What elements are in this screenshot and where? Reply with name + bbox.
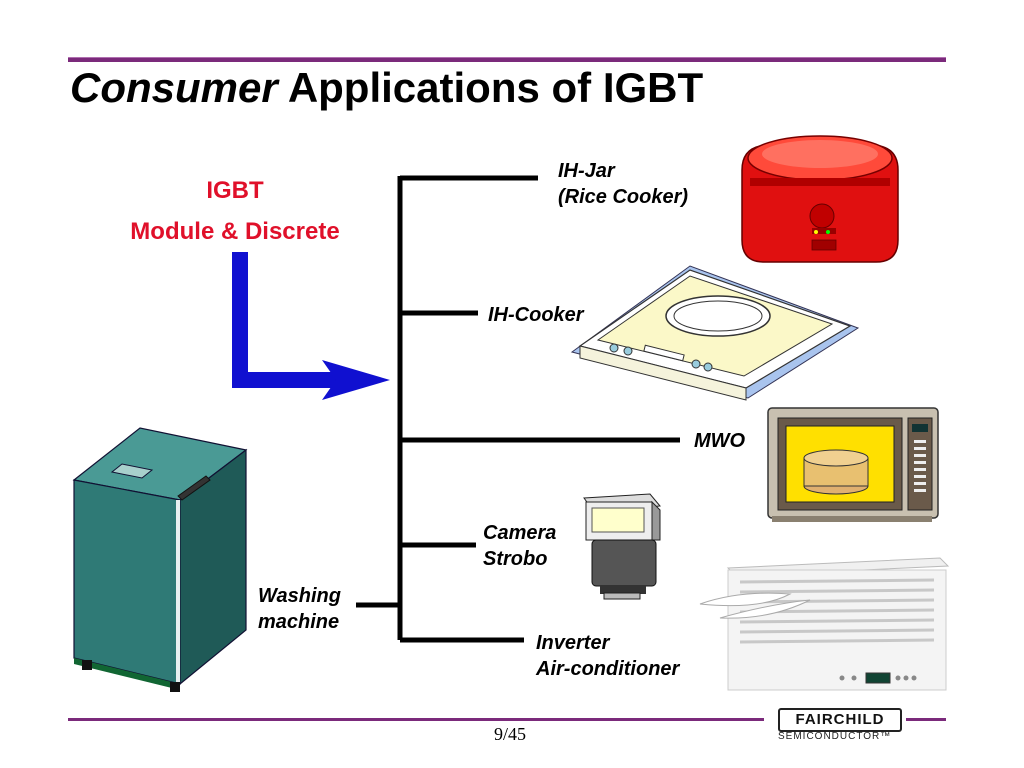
- label-mwo: MWO: [694, 430, 746, 452]
- label-ih-cooker: IH-Cooker: [488, 304, 584, 326]
- title-rest: Applications of IGBT: [277, 64, 704, 111]
- slide-title: Consumer Applications of IGBT: [70, 64, 703, 112]
- label-washing-machine: Washing machine: [258, 583, 341, 635]
- label-ih-jar: IH-Jar (Rice Cooker): [558, 158, 688, 210]
- label-camera-line1: Camera: [483, 522, 557, 544]
- fairchild-logo: FAIRCHILD SEMICONDUCTOR™: [774, 705, 902, 745]
- logo-wordmark: FAIRCHILD: [778, 708, 902, 732]
- logo-subtitle: SEMICONDUCTOR™: [778, 731, 892, 742]
- label-camera-line2: Strobo: [483, 548, 548, 570]
- label-washing-line2: machine: [258, 611, 340, 633]
- label-washing-line1: Washing: [258, 585, 341, 607]
- camera-strobe-icon: [583, 493, 661, 600]
- footer-rule-right: [906, 718, 946, 721]
- air-conditioner-icon: [699, 557, 950, 691]
- label-ih-jar-line2: (Rice Cooker): [558, 186, 689, 208]
- footer-rule-left: [68, 718, 764, 721]
- igbt-label-line2: Module & Discrete: [130, 218, 340, 245]
- ih-cooker-icon: [570, 265, 860, 401]
- label-inverter-aircon: Inverter Air-conditioner: [536, 630, 679, 682]
- title-italic: Consumer: [70, 64, 278, 111]
- microwave-icon: [767, 407, 939, 522]
- label-aircon-line1: Inverter: [536, 632, 610, 654]
- blue-arrow: [232, 252, 390, 400]
- rice-cooker-icon: [741, 135, 899, 263]
- igbt-label-line1: IGBT: [206, 177, 264, 204]
- top-rule: [68, 57, 946, 62]
- label-aircon-line2: Air-conditioner: [536, 658, 680, 680]
- connector-tree: [356, 175, 680, 643]
- label-camera-strobo: Camera Strobo: [483, 520, 556, 572]
- page-number: 9/45: [493, 724, 526, 744]
- label-ih-jar-line1: IH-Jar: [558, 160, 615, 182]
- igbt-label: IGBT Module & Discrete: [110, 170, 360, 252]
- washing-machine-icon: [72, 427, 248, 692]
